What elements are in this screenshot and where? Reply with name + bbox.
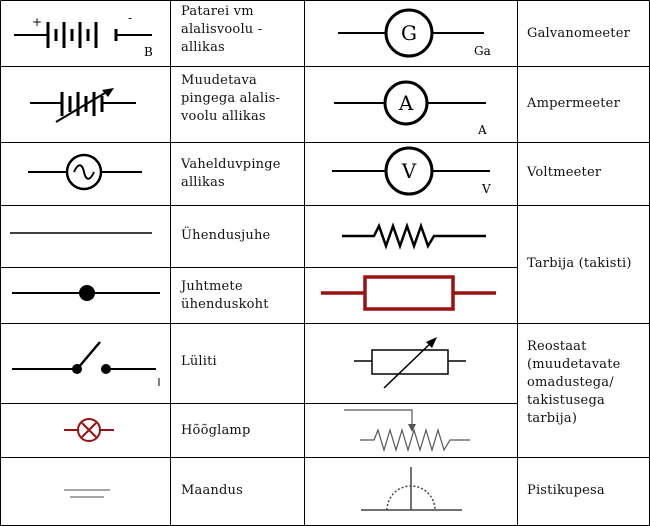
junction-icon bbox=[12, 285, 160, 301]
voltmeter-letter: V bbox=[401, 159, 417, 183]
battery-icon: + - B bbox=[14, 11, 153, 59]
label-ground: Maandus bbox=[181, 483, 243, 498]
variable-battery-icon bbox=[30, 88, 136, 123]
battery-clipped-label: B bbox=[144, 45, 153, 59]
rheostat-zigzag-icon bbox=[344, 409, 470, 453]
switch-icon bbox=[12, 341, 160, 386]
ground-icon bbox=[64, 489, 110, 498]
rheostat-box-icon bbox=[354, 337, 466, 389]
label-galvanometer: Galvanomeeter bbox=[527, 26, 631, 41]
label-ammeter: Ampermeeter bbox=[527, 96, 620, 111]
galvanometer-icon: G Ga bbox=[338, 8, 491, 58]
label-voltmeter: Voltmeeter bbox=[527, 165, 602, 180]
label-junction: Juhtmete ühenduskoht bbox=[181, 279, 269, 312]
label-lamp: Hõõglamp bbox=[181, 423, 251, 438]
resistor-box-icon bbox=[321, 275, 496, 311]
resistor-zigzag-icon bbox=[342, 222, 486, 250]
label-ac-source: Vahelduvpinge allikas bbox=[181, 157, 281, 190]
lamp-icon bbox=[64, 418, 114, 442]
voltmeter-icon: V V bbox=[332, 146, 491, 196]
battery-minus-label: - bbox=[128, 11, 132, 25]
ammeter-letter: A bbox=[398, 91, 414, 115]
galvanometer-letter: G bbox=[401, 21, 417, 45]
battery-plus-label: + bbox=[32, 15, 42, 29]
ammeter-icon: A A bbox=[334, 80, 487, 137]
socket-icon bbox=[361, 467, 462, 511]
galvanometer-clipped-label: Ga bbox=[474, 44, 491, 58]
ammeter-clipped-label: A bbox=[477, 123, 487, 137]
label-variable-battery: Muudetava pingega alalis-voolu allikas bbox=[181, 73, 281, 124]
label-rheostat: Reostaat (muudetavate omadustega/ takist… bbox=[527, 339, 621, 426]
ac-source-icon bbox=[28, 153, 142, 191]
label-switch: Lüliti bbox=[181, 354, 217, 369]
label-socket: Pistikupesa bbox=[527, 483, 605, 498]
label-wire: Ühendusjuhe bbox=[181, 228, 271, 243]
label-battery: Patarei vm alalisvoolu -allikas bbox=[181, 4, 263, 55]
label-consumer-resistor: Tarbija (takisti) bbox=[527, 256, 632, 271]
voltmeter-clipped-label: V bbox=[481, 182, 491, 196]
